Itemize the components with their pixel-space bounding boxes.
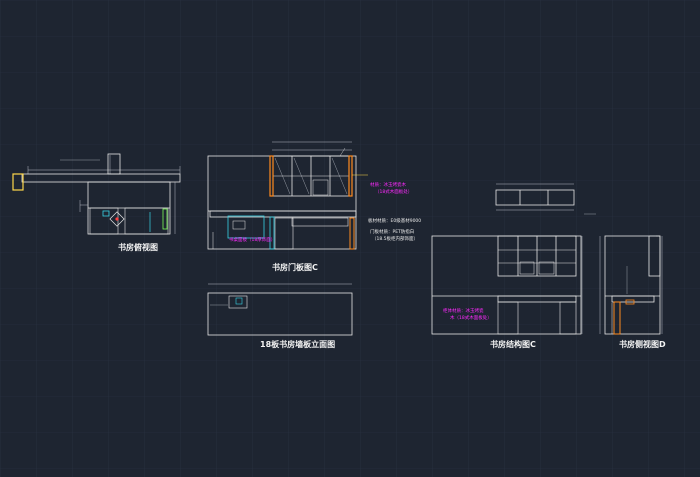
structure-elevation-view bbox=[431, 183, 596, 335]
panel-opening bbox=[228, 295, 248, 309]
glass-door-hatch bbox=[274, 157, 291, 195]
door-elevation-title: 书房门板图C bbox=[272, 263, 318, 272]
lower-cabinet bbox=[274, 217, 294, 250]
structure-desk bbox=[497, 295, 577, 303]
board-material-note: 板材材质：E0级基材9000 bbox=[368, 219, 422, 224]
side-desk bbox=[611, 295, 655, 303]
door-elevation-view bbox=[207, 141, 368, 250]
door-panel-material-note: 门板材质：PET防指白 bbox=[370, 230, 415, 235]
door-material-note: 材质：冰玉烤瓷木 bbox=[370, 183, 406, 188]
side-plan-title: 书房俯视图 bbox=[118, 243, 158, 252]
wall-panel-view bbox=[207, 283, 353, 336]
side-elevation-view bbox=[599, 235, 663, 335]
side-plan-view bbox=[12, 153, 181, 235]
struct-material-note: 柜体材质：冰玉烤瓷 bbox=[443, 309, 484, 314]
wall-panel-title: 18板书房墙板立面图 bbox=[260, 340, 336, 349]
chair-symbol bbox=[109, 211, 125, 227]
side-elevation-title: 书房侧视图D bbox=[619, 340, 666, 349]
side-wall-outline bbox=[604, 235, 661, 335]
top-shelf-plan bbox=[495, 189, 575, 206]
wall-panel-outline bbox=[207, 292, 353, 336]
green-side-panel bbox=[162, 208, 168, 230]
yellow-end-panel bbox=[12, 173, 24, 191]
desk-note: 书桌面板（18厚饰面） bbox=[229, 238, 276, 243]
struct-material-subnote: 木（18式木面板处） bbox=[450, 316, 492, 321]
structure-elevation-title: 书房结构图C bbox=[490, 340, 536, 349]
cyan-marker bbox=[102, 210, 110, 217]
monitor-outline bbox=[227, 215, 265, 239]
orange-side-panel bbox=[269, 155, 274, 197]
door-panel-material-subnote: （18.5板柜内部饰面） bbox=[372, 237, 419, 242]
desk-top bbox=[209, 210, 357, 218]
door-material-subnote: （18式木面板处） bbox=[375, 190, 413, 195]
